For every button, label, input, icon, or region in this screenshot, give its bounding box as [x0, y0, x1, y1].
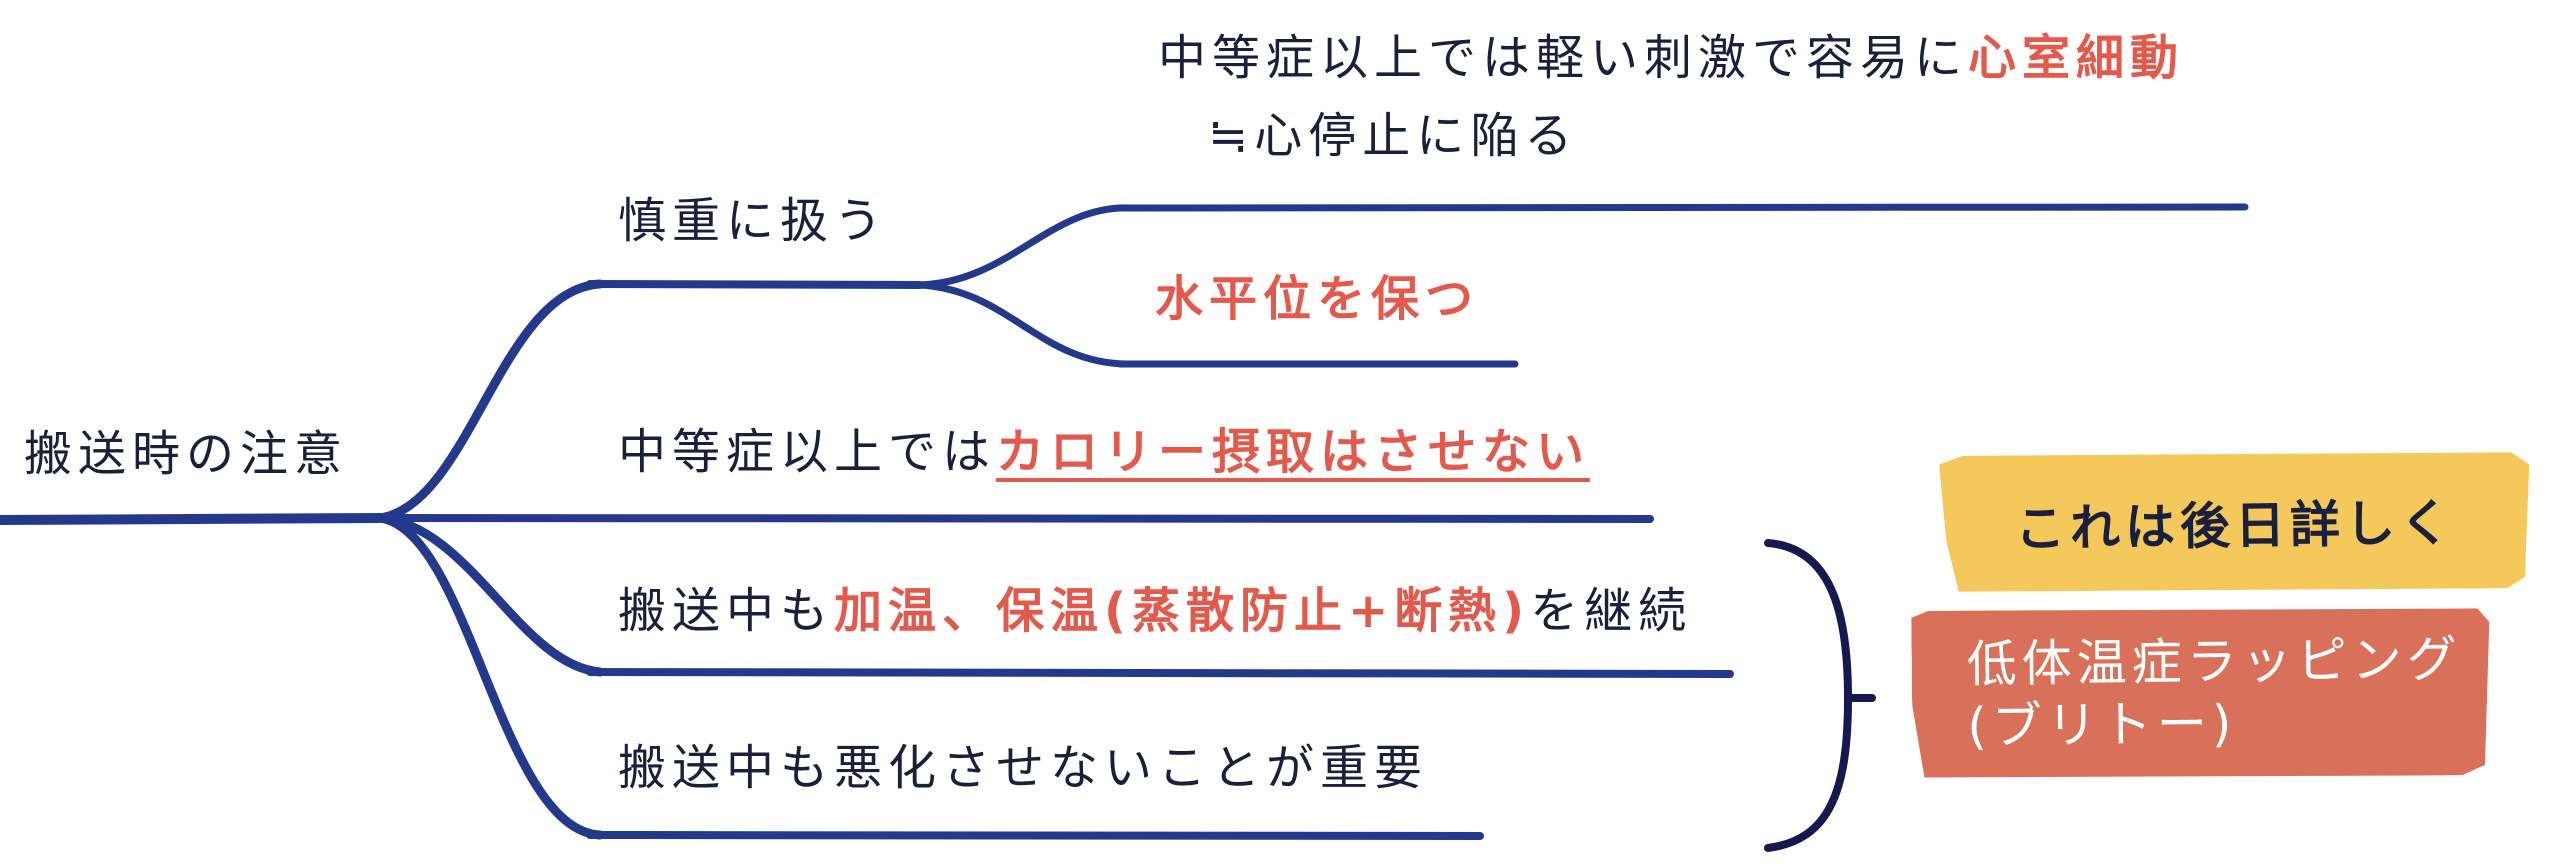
branch-4-line	[586, 831, 1484, 840]
branch-3-suffix: を継続	[1530, 583, 1693, 639]
note-orange-line-2: (ブリトー)	[1967, 694, 2237, 756]
branch-4-curve	[375, 513, 605, 840]
branch-1-label: 慎重に扱う	[618, 193, 889, 249]
branch-3-highlight: 加温、保温(蒸散防止+断熱)	[834, 583, 1531, 639]
branch-2-highlight: カロリー摂取はさせない	[996, 424, 1591, 480]
child-1-label: 中等症以上では軽い刺激で容易に心室細動	[1158, 34, 2184, 82]
branch-2-text: 中等症以上では	[618, 424, 997, 480]
branch-2-label: 中等症以上ではカロリー摂取はさせない	[618, 428, 1590, 476]
branch-1-curve	[375, 279, 605, 523]
child-2-label: 水平位を保つ	[1155, 271, 1480, 327]
branch-3-label: 搬送中も加温、保温(蒸散防止+断熱)を継続	[618, 587, 1692, 635]
root-label: 搬送時の注意	[24, 426, 349, 482]
branch-3-text: 搬送中も	[618, 583, 835, 639]
branch-3-curve	[375, 513, 605, 677]
child-1-curve	[916, 204, 1134, 289]
root-line	[0, 513, 385, 525]
child-1-line	[1116, 203, 2249, 212]
child-2-curve	[916, 281, 1134, 368]
child-1-text: 中等症以上では軽い刺激で容易に	[1158, 30, 1969, 86]
branch-1-line	[586, 280, 924, 289]
branch-3-line	[586, 668, 1734, 678]
note-yellow-text: これは後日詳しく	[2014, 493, 2456, 559]
child-1-second-line: ≒心停止に陥る	[1208, 108, 1579, 164]
note-yellow: これは後日詳しく	[1939, 448, 2531, 596]
brace	[1764, 539, 1876, 852]
branch-2-line	[376, 514, 1654, 523]
note-orange-line-1: 低体温症ラッピング	[1966, 629, 2462, 693]
note-orange: 低体温症ラッピング (ブリトー)	[1911, 605, 2491, 781]
child-1-highlight: 心室細動	[1968, 30, 2185, 86]
branch-4-label: 搬送中も悪化させないことが重要	[618, 740, 1429, 796]
